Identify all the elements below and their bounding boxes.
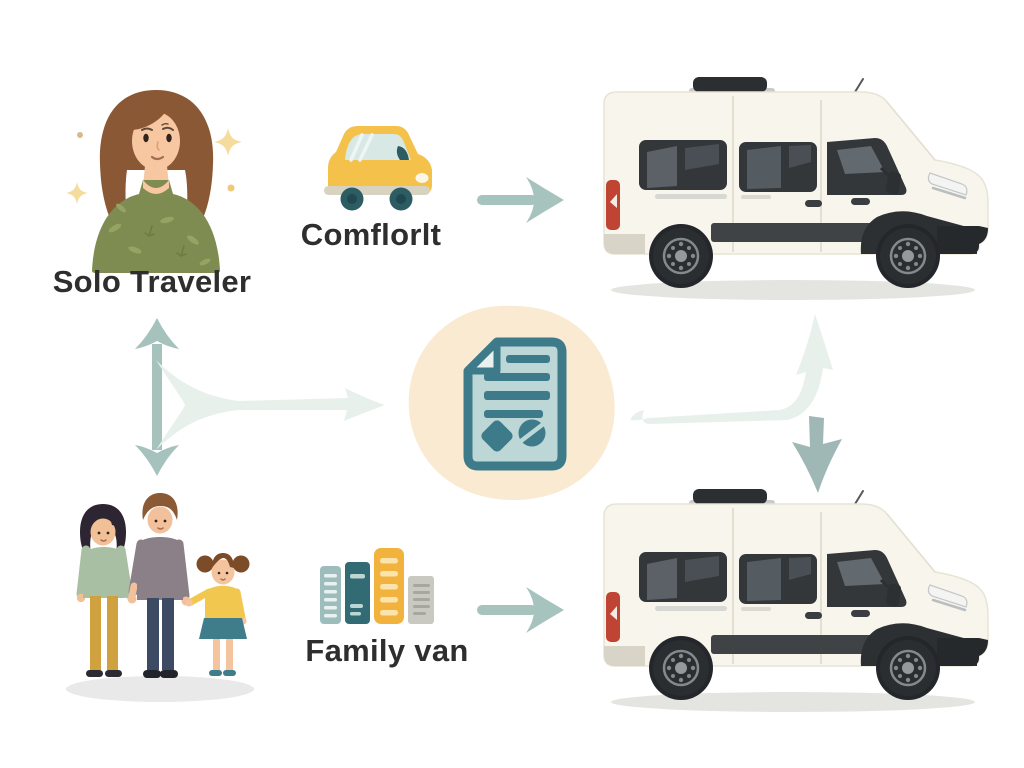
book-grey: [408, 576, 434, 624]
white-van-bottom-illustration: [602, 488, 990, 714]
white-van-top-illustration: [603, 77, 989, 300]
book-pale-blue: [320, 566, 341, 624]
wheel: [649, 224, 940, 288]
document-icon: [463, 337, 567, 471]
branch-up-down-arrow-icon: [630, 314, 842, 493]
child-figure: [185, 553, 250, 676]
document-badge: [408, 305, 615, 501]
right-arrow-top-icon: [477, 177, 564, 223]
mother-figure: [76, 504, 133, 677]
comfort-option-label: Comflorlt: [300, 217, 442, 252]
book-teal: [345, 562, 370, 624]
funnel-right-arrow-icon: [156, 360, 385, 450]
father-figure: [127, 493, 191, 678]
catalog-books-icon: [320, 548, 434, 624]
leaf-pattern: [108, 203, 211, 266]
double-vertical-arrow-icon: [135, 318, 179, 476]
woman-avatar-illustration: [66, 90, 242, 273]
family-illustration: [66, 493, 254, 702]
right-arrow-bottom-icon: [477, 587, 564, 633]
yellow-car-icon: [324, 126, 432, 211]
sparkle-icon: [66, 128, 242, 204]
solo-traveler-label: Solo Traveler: [52, 264, 252, 299]
family-van-label: Family van: [305, 633, 469, 668]
book-yellow: [374, 548, 404, 624]
